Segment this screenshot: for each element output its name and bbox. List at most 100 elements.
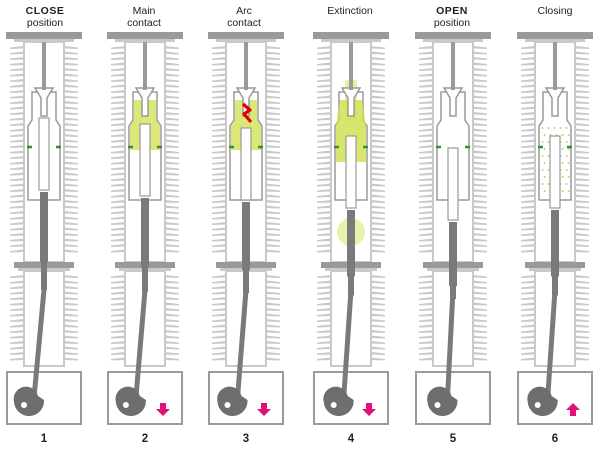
- crank-pivot: [21, 402, 27, 408]
- drive-rod-lower: [41, 262, 47, 290]
- crank-lever: [323, 386, 354, 417]
- gas-dot: [567, 176, 570, 178]
- stage-2-title-text: Main: [132, 5, 156, 17]
- linkage-rod: [235, 287, 249, 401]
- gas-dot: [565, 183, 568, 185]
- stage-2-title-text2: contact: [127, 17, 161, 29]
- gas-dot: [543, 134, 546, 136]
- stage-6-number: 6: [551, 433, 559, 445]
- drive-rod-upper: [449, 222, 457, 286]
- drive-rod-upper: [242, 202, 250, 270]
- breaker-pole-1: [6, 32, 82, 425]
- gas-dot: [567, 162, 570, 164]
- drive-rod-lower: [450, 262, 456, 299]
- linkage-rod: [445, 287, 456, 401]
- stage-1-title: CLOSE position: [0, 5, 90, 29]
- moving-contact: [549, 135, 561, 209]
- crank-lever: [115, 386, 146, 417]
- gas-dot: [543, 148, 546, 150]
- linkage-rod: [31, 287, 47, 401]
- moving-contact: [38, 117, 50, 191]
- stage-5-title-text: position: [433, 17, 471, 29]
- gas-dot: [565, 169, 568, 171]
- crank-lever: [13, 386, 45, 417]
- crank-pivot: [330, 402, 337, 408]
- gas-dot: [543, 190, 546, 192]
- fixed-contact: [134, 87, 156, 117]
- linkage-rod: [545, 287, 558, 401]
- gas-dot: [561, 134, 564, 136]
- mechanism-housing: [415, 371, 491, 425]
- drive-rod-lower: [552, 262, 558, 296]
- gas-dot: [543, 176, 546, 178]
- moving-contact: [447, 147, 459, 221]
- gas-dot: [565, 141, 568, 143]
- crank-pivot: [224, 402, 231, 408]
- top-cap: [208, 32, 284, 39]
- stage-5-number: 5: [449, 433, 457, 445]
- top-flange: [321, 39, 381, 42]
- arrow-down-icon: [362, 403, 376, 416]
- linkage-rod: [341, 287, 354, 401]
- gas-dot: [561, 176, 564, 178]
- upper-terminal-rod: [451, 42, 455, 90]
- gas-dot: [567, 134, 570, 136]
- upper-terminal-rod: [143, 42, 147, 90]
- top-flange: [525, 39, 585, 42]
- gas-dot: [543, 162, 546, 164]
- drive-rod-upper: [347, 210, 355, 277]
- breaker-pole-3: [208, 32, 284, 425]
- top-cap: [517, 32, 593, 39]
- stage-4-title-text: Extinction: [327, 5, 373, 17]
- fixed-contact: [235, 87, 257, 117]
- drive-rod-upper: [551, 210, 559, 277]
- stage-5-title-bold: OPEN: [436, 5, 468, 17]
- moving-contact: [139, 123, 151, 197]
- gas-dot: [561, 190, 564, 192]
- breaker-pole-2: [107, 32, 183, 425]
- gas-dot: [567, 148, 570, 150]
- stage-6-title-text: Closing: [537, 5, 573, 17]
- top-cap: [415, 32, 491, 39]
- drive-rod-lower: [348, 262, 354, 296]
- top-cap: [313, 32, 389, 39]
- gas-dot: [561, 162, 564, 164]
- fixed-contact: [340, 87, 362, 117]
- gas-dot: [547, 155, 550, 157]
- gas-dot: [547, 127, 550, 129]
- stage-2-title: Main contact: [99, 5, 189, 29]
- linkage-rod: [133, 287, 148, 401]
- gas-dot: [567, 190, 570, 192]
- gas-dot: [561, 148, 564, 150]
- upper-terminal-rod: [553, 42, 557, 90]
- stage-3-title-text2: contact: [227, 17, 261, 29]
- upper-terminal-rod: [349, 42, 353, 90]
- crank-pivot: [534, 402, 541, 408]
- top-cap: [6, 32, 82, 39]
- gas-dot: [541, 141, 544, 143]
- crank-lever: [427, 386, 458, 417]
- gas-dot: [547, 183, 550, 185]
- stage-1-title-bold: CLOSE: [25, 5, 65, 17]
- gas-dot: [541, 127, 544, 129]
- stage-5-title: OPEN position: [407, 5, 497, 29]
- gas-dot: [541, 183, 544, 185]
- stage-4-title: Extinction: [305, 5, 395, 17]
- gas-dot: [565, 127, 568, 129]
- drive-rod-upper: [141, 198, 149, 267]
- moving-contact: [240, 127, 252, 201]
- top-cap: [107, 32, 183, 39]
- stage-1-title-text: position: [26, 17, 64, 29]
- stage-2-number: 2: [141, 433, 149, 445]
- drive-rod-lower: [243, 262, 249, 293]
- moving-contact: [345, 135, 357, 209]
- upper-terminal-rod: [42, 42, 46, 90]
- arrow-down-icon: [156, 403, 170, 416]
- top-flange: [115, 39, 175, 42]
- arrow-down-icon: [257, 403, 271, 416]
- fixed-contact: [544, 87, 566, 117]
- stage-3-title: Arc contact: [199, 5, 289, 29]
- breaker-pole-6: [517, 32, 593, 425]
- interrupter-chamber: [436, 91, 470, 201]
- stage-3-number: 3: [242, 433, 250, 445]
